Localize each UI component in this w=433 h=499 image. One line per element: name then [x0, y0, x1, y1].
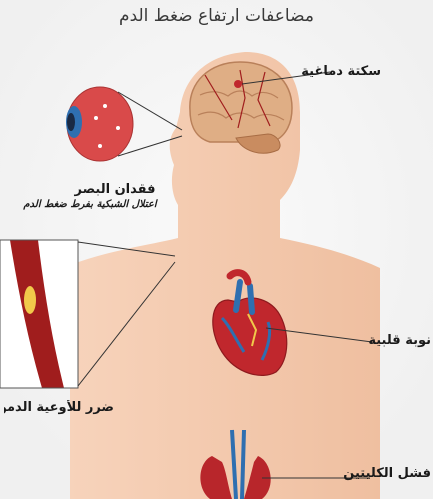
label-vessel-damage: ضرر للأوعية الدموية: [4, 400, 114, 415]
diagram-title: مضاعفات ارتفاع ضغط الدم: [0, 6, 433, 26]
label-vision-loss: فقدان البصر: [60, 182, 170, 197]
label-vision-subtitle: اعتلال الشبكية بفرط ضغط الدم: [0, 199, 180, 210]
label-stroke: سكتة دماغية: [301, 64, 381, 79]
artery-illustration: [0, 240, 78, 388]
label-heart-attack: نوبة قلبية: [368, 333, 431, 348]
label-kidney-failure: فشل الكليتين: [343, 466, 431, 481]
eye-icon: [66, 87, 133, 161]
brain-illustration: [190, 62, 292, 153]
